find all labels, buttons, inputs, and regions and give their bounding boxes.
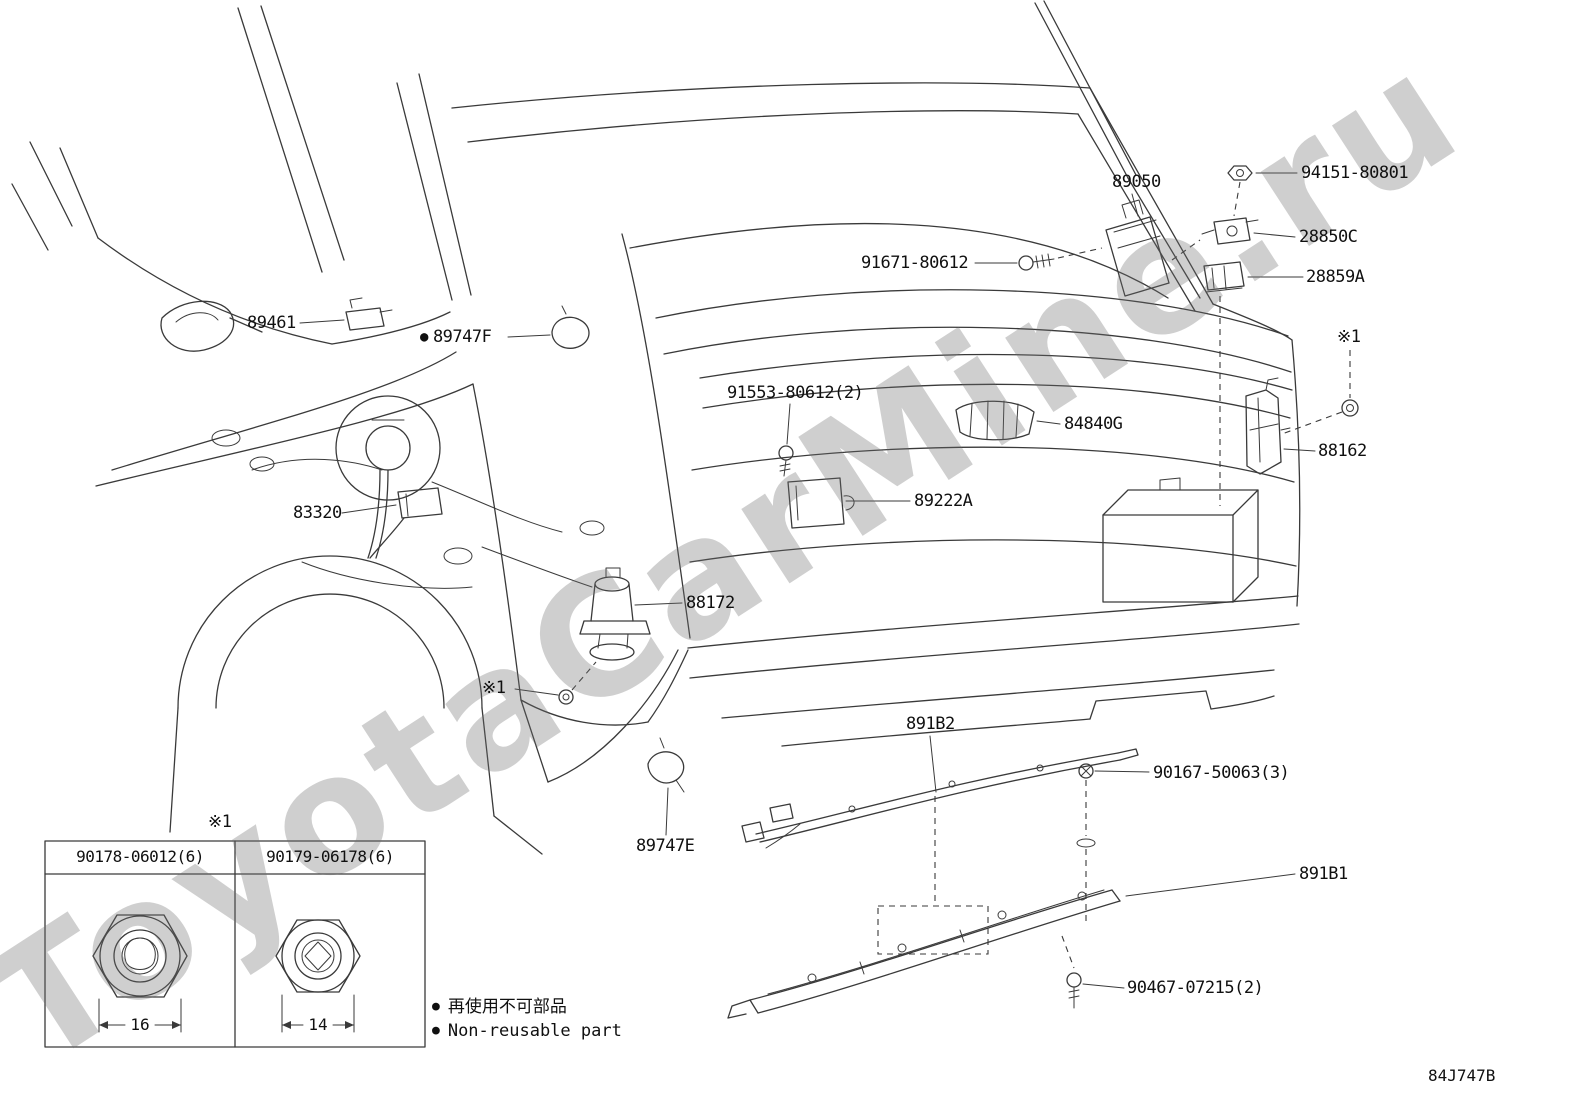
- legend-item-en: ● Non-reusable part: [432, 1019, 622, 1043]
- part-label-89222A: 89222A: [914, 491, 973, 511]
- non-reusable-marker: ●: [420, 329, 428, 345]
- part-label-89461: 89461: [247, 313, 296, 333]
- non-reusable-marker: ●: [432, 999, 440, 1014]
- part-label-91671-80612: 91671-80612: [861, 253, 969, 273]
- part-label-83320: 83320: [293, 503, 342, 523]
- inset-dimension-14: 14: [308, 1015, 328, 1034]
- part-label-89747E: 89747E: [636, 836, 695, 856]
- legend-text-jp: 再使用不可部品: [447, 997, 567, 1017]
- inset-dimension-16: 16: [130, 1015, 150, 1034]
- legend: ● 再使用不可部品 ● Non-reusable part: [432, 995, 622, 1043]
- legend-text-en: Non-reusable part: [447, 1021, 622, 1041]
- note-symbol-top-right: ※1: [1337, 327, 1361, 347]
- vehicle-body: [11, 0, 1301, 855]
- diagram-code: 84J747B: [1428, 1066, 1496, 1085]
- part-label-84840G: 84840G: [1064, 414, 1123, 434]
- part-label-94151-80801: 94151-80801: [1301, 163, 1409, 183]
- part-label-89747F: ●89747F: [420, 327, 492, 348]
- part-label-28859A: 28859A: [1306, 267, 1365, 287]
- legend-item-jp: ● 再使用不可部品: [432, 995, 622, 1019]
- non-reusable-marker: ●: [432, 1023, 440, 1038]
- inset-drawing: [44, 840, 426, 1048]
- part-label-891B2: 891B2: [906, 714, 955, 734]
- part-label-88162: 88162: [1318, 441, 1367, 461]
- inset-part-no-90178: 90178-06012(6): [76, 847, 204, 866]
- component-drawings: [345, 165, 1359, 1019]
- inset-part-no-90179: 90179-06178(6): [266, 847, 394, 866]
- part-label-90467-07215: 90467-07215(2): [1127, 978, 1264, 998]
- note-symbol-inset: ※1: [208, 812, 232, 832]
- leader-lines: [299, 172, 1316, 989]
- part-label-91553-80612: 91553-80612(2): [727, 383, 864, 403]
- note-symbol-mid: ※1: [482, 678, 506, 698]
- part-label-90167-50063: 90167-50063(3): [1153, 763, 1290, 783]
- part-label-28850C: 28850C: [1299, 227, 1358, 247]
- part-label-text: 89747F: [432, 327, 492, 347]
- part-label-88172: 88172: [686, 593, 735, 613]
- part-label-891B1: 891B1: [1299, 864, 1348, 884]
- part-label-89050: 89050: [1112, 172, 1161, 192]
